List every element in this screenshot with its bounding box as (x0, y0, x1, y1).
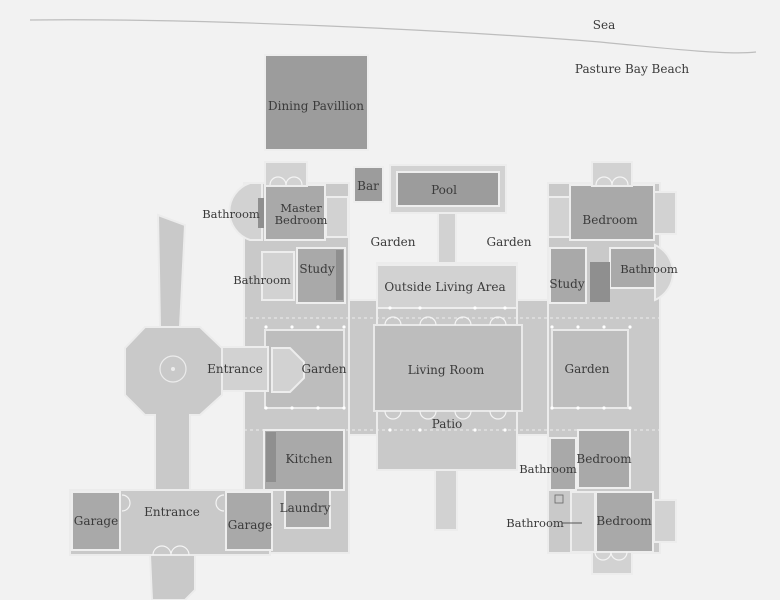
label-entrance-left: Entrance (207, 362, 263, 376)
study-right (549, 247, 587, 304)
right-closets (590, 262, 610, 302)
label-dining: Dining Pavillion (268, 99, 364, 113)
bathroom-right-bottom (570, 491, 596, 553)
label-study-left: Study (299, 262, 334, 276)
dining-pavillion (264, 54, 369, 151)
bathroom-right-mid (549, 437, 577, 491)
label-garage-left: Garage (74, 514, 118, 528)
fountain-center (171, 367, 175, 371)
entrance-bay (271, 347, 305, 393)
terrace-left-top-right (547, 196, 571, 238)
kitchen-counter (266, 432, 276, 482)
label-pool: Pool (431, 183, 457, 197)
label-garden-left: Garden (302, 362, 347, 376)
master-bedroom (264, 184, 326, 241)
label-bedroom-right-mid: Bedroom (576, 452, 632, 466)
master-bathroom (228, 182, 263, 241)
drive-north (156, 213, 187, 328)
label-kitchen: Kitchen (286, 452, 333, 466)
bathroom-left (261, 251, 295, 301)
label-sea: Sea (593, 18, 615, 32)
label-garden-right: Garden (565, 362, 610, 376)
label-bar: Bar (357, 179, 379, 193)
garage-left (71, 491, 121, 551)
fountain (159, 355, 187, 383)
label-bathroom-master: Bathroom (202, 207, 260, 221)
bedroom-right-mid (577, 429, 631, 489)
door-arcs (121, 176, 629, 561)
pool (396, 171, 500, 207)
laundry (284, 489, 331, 529)
bathroom-right-bay (654, 243, 675, 302)
label-bathroom-right-mid: Bathroom (519, 462, 577, 476)
label-bathroom-left: Bathroom (233, 273, 291, 287)
label-master-2: Bedroom (275, 213, 328, 227)
master-terrace-side (325, 196, 349, 238)
terrace-bottom-right (653, 499, 677, 543)
label-living-room: Living Room (408, 363, 485, 377)
label-garden-top-left: Garden (371, 235, 416, 249)
label-entrance-main: Entrance (144, 505, 200, 519)
label-study-right: Study (549, 277, 584, 291)
garden-right (551, 329, 629, 409)
living-room (373, 324, 523, 412)
label-master-1: Master (280, 201, 322, 215)
label-bathroom-right-bottom: Bathroom (506, 516, 564, 530)
entrance-courtyard (124, 326, 223, 491)
terrace-right-top-right (653, 191, 677, 235)
label-patio: Patio (432, 417, 463, 431)
study-left-shelf (336, 250, 343, 300)
label-garden-top-right: Garden (487, 235, 532, 249)
outside-living-area (376, 264, 518, 309)
column-dots (264, 306, 632, 432)
garage-right (225, 491, 273, 551)
label-bedroom-right-bottom: Bedroom (596, 514, 652, 528)
pool-walkway (437, 212, 457, 264)
label-bedroom-top-right: Bedroom (582, 213, 638, 227)
master-closet (258, 198, 264, 228)
label-laundry: Laundry (280, 501, 331, 515)
label-bathroom-right: Bathroom (620, 262, 678, 276)
drive-south (148, 554, 196, 600)
label-beach: Pasture Bay Beach (575, 62, 689, 76)
stair-marker (554, 494, 564, 504)
entrance-porch (221, 346, 269, 392)
label-outside-living: Outside Living Area (384, 280, 505, 294)
terrace-bottom-right-2 (591, 551, 633, 575)
label-garage-right: Garage (228, 518, 272, 532)
south-walkway (434, 469, 458, 531)
bar (353, 166, 384, 203)
shoreline (29, 19, 757, 54)
